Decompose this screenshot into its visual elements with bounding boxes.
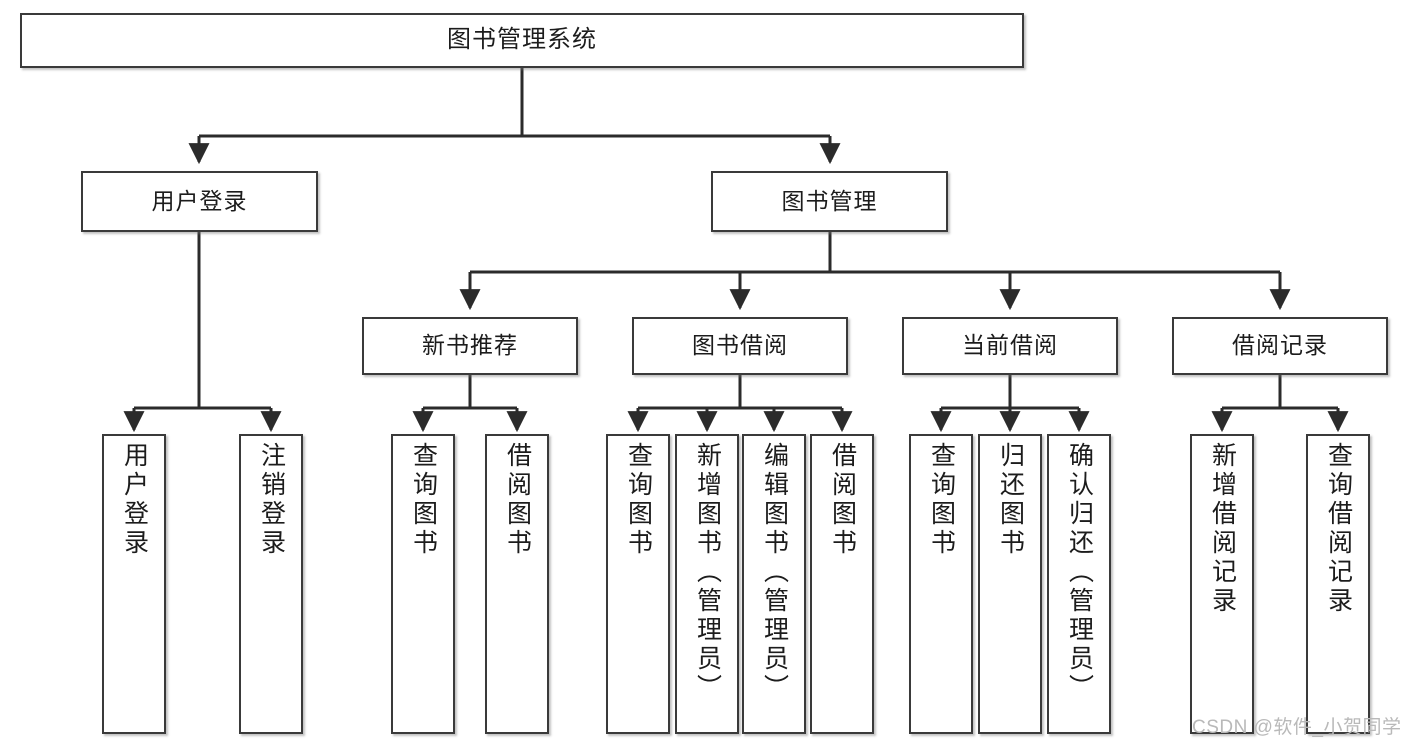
leaf-query-books-recommend-label: 查询图书 <box>409 442 438 558</box>
node-borrowing-records-label: 借阅记录 <box>1232 332 1328 359</box>
leaf-user-login-label: 用户登录 <box>120 442 149 558</box>
leaf-edit-book-admin[interactable]: 编辑图书（管理员） <box>742 434 806 734</box>
leaf-return-books[interactable]: 归还图书 <box>978 434 1042 734</box>
node-root-label: 图书管理系统 <box>447 26 597 54</box>
leaf-query-books-borrow-label: 查询图书 <box>624 442 653 558</box>
leaf-add-borrow-record-label: 新增借阅记录 <box>1208 442 1237 616</box>
node-current-borrowing-label: 当前借阅 <box>962 332 1058 359</box>
leaf-query-books-current-label: 查询图书 <box>927 442 956 558</box>
node-book-borrowing-label: 图书借阅 <box>692 332 788 359</box>
leaf-borrow-books-borrow[interactable]: 借阅图书 <box>810 434 874 734</box>
leaf-confirm-return-admin-label: 确认归还（管理员） <box>1065 442 1094 703</box>
node-root[interactable]: 图书管理系统 <box>20 13 1024 68</box>
leaf-edit-book-admin-label: 编辑图书（管理员） <box>760 442 789 703</box>
node-current-borrowing[interactable]: 当前借阅 <box>902 317 1118 375</box>
node-user-login-label: 用户登录 <box>151 187 248 214</box>
leaf-add-borrow-record[interactable]: 新增借阅记录 <box>1190 434 1254 734</box>
node-new-book-recommendation-label: 新书推荐 <box>422 332 518 359</box>
node-book-management[interactable]: 图书管理 <box>711 171 948 232</box>
node-book-management-label: 图书管理 <box>781 187 878 214</box>
leaf-user-login[interactable]: 用户登录 <box>102 434 166 734</box>
node-book-borrowing[interactable]: 图书借阅 <box>632 317 848 375</box>
leaf-query-borrow-record[interactable]: 查询借阅记录 <box>1306 434 1370 734</box>
leaf-query-books-borrow[interactable]: 查询图书 <box>606 434 670 734</box>
leaf-query-books-current[interactable]: 查询图书 <box>909 434 973 734</box>
leaf-borrow-books-recommend-label: 借阅图书 <box>503 442 532 558</box>
node-user-login[interactable]: 用户登录 <box>81 171 318 232</box>
leaf-logout-label: 注销登录 <box>257 442 286 558</box>
leaf-logout[interactable]: 注销登录 <box>239 434 303 734</box>
node-borrowing-records[interactable]: 借阅记录 <box>1172 317 1388 375</box>
leaf-add-book-admin-label: 新增图书（管理员） <box>693 442 722 703</box>
leaf-borrow-books-recommend[interactable]: 借阅图书 <box>485 434 549 734</box>
leaf-return-books-label: 归还图书 <box>996 442 1025 558</box>
node-new-book-recommendation[interactable]: 新书推荐 <box>362 317 578 375</box>
leaf-borrow-books-borrow-label: 借阅图书 <box>828 442 857 558</box>
leaf-add-book-admin[interactable]: 新增图书（管理员） <box>675 434 739 734</box>
leaf-confirm-return-admin[interactable]: 确认归还（管理员） <box>1047 434 1111 734</box>
leaf-query-borrow-record-label: 查询借阅记录 <box>1324 442 1353 616</box>
csdn-watermark: CSDN @软件_小贺同学 <box>1192 717 1402 738</box>
leaf-query-books-recommend[interactable]: 查询图书 <box>391 434 455 734</box>
